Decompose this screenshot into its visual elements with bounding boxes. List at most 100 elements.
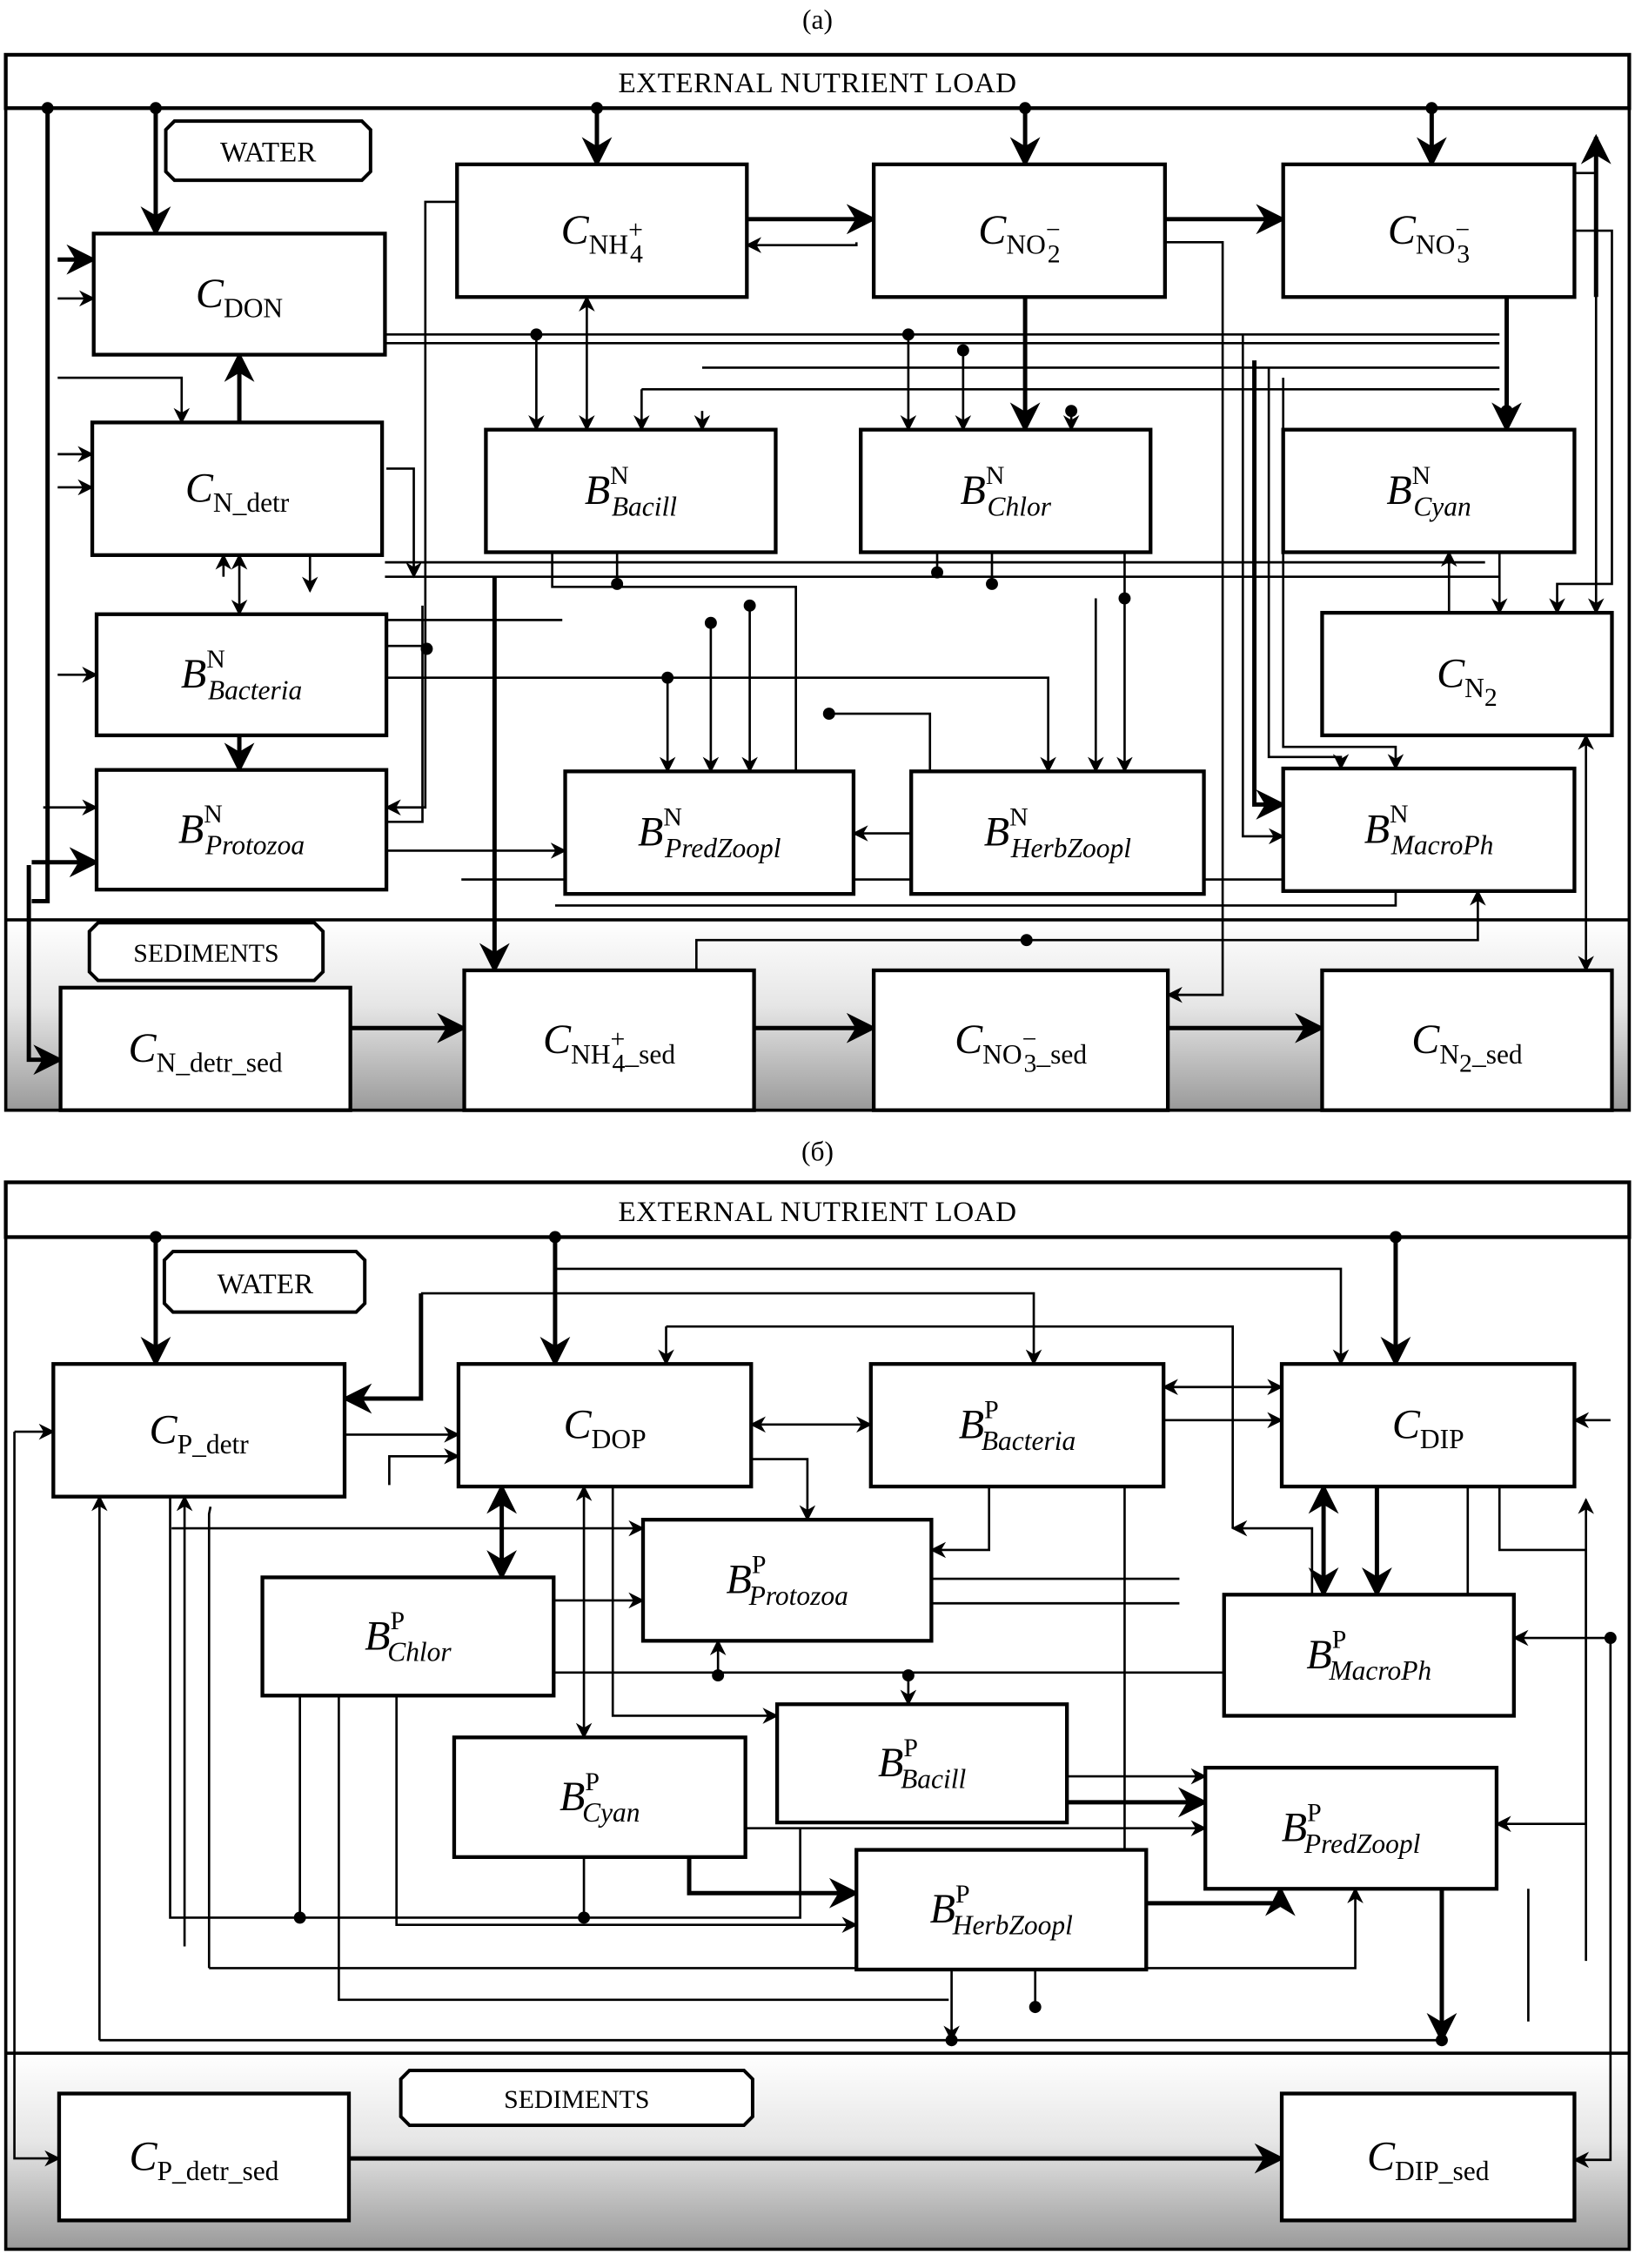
compartment-box xyxy=(455,162,749,299)
compartment-box xyxy=(1320,968,1614,1112)
junction-dot xyxy=(548,1231,561,1244)
flow-arrow xyxy=(828,712,932,772)
compartment-box xyxy=(871,968,1170,1112)
flow-arrow xyxy=(386,605,424,823)
ion-charge: − xyxy=(1046,215,1061,244)
compartment-box xyxy=(640,1518,934,1643)
compartment-box xyxy=(484,427,778,554)
variable-symbol: C xyxy=(1392,1402,1421,1448)
variable-superscript: P xyxy=(955,1880,970,1909)
variable-symbol: C xyxy=(1388,207,1417,253)
compartment-label: CNH+4_sed xyxy=(543,1017,675,1078)
variable-symbol: B xyxy=(585,467,610,513)
panel-a: (a) EXTERNAL NUTRIENT LOAD WATER SEDIMEN… xyxy=(3,4,1632,1112)
variable-superscript: P xyxy=(585,1768,600,1796)
compartment-c-p-detr: CP_detr xyxy=(51,1362,347,1499)
ion-charge: + xyxy=(628,215,643,244)
external-load-label: EXTERNAL NUTRIENT LOAD xyxy=(618,1196,1016,1228)
variable-symbol: B xyxy=(1306,1632,1331,1678)
variable-subscript: NH xyxy=(571,1039,610,1070)
compartment-c-p-detr-sed: CP_detr_sed xyxy=(57,2091,352,2223)
junction-dot xyxy=(986,578,998,590)
variable-superscript: N xyxy=(206,645,225,674)
junction-dot xyxy=(530,328,543,341)
flow-arrow xyxy=(1572,1636,1612,2169)
water-zone-tag xyxy=(162,1250,367,1314)
junction-dot xyxy=(956,344,969,357)
compartment-label: CDOP xyxy=(564,1402,647,1455)
variable-subscript: MacroPh xyxy=(1328,1655,1431,1686)
variable-subscript: N_detr_sed xyxy=(157,1048,283,1078)
compartment-box xyxy=(909,769,1206,896)
junction-dot xyxy=(591,102,603,115)
variable-superscript: N xyxy=(1009,802,1029,831)
variable-symbol: B xyxy=(560,1774,585,1820)
junction-dot xyxy=(661,671,674,684)
junction-dot xyxy=(1065,405,1078,418)
flow-arrow xyxy=(1282,378,1404,770)
compartment-box xyxy=(1281,427,1577,554)
junction-dot xyxy=(901,1669,915,1682)
compartment-label: CNH+4 xyxy=(561,207,643,269)
compartment-label: CN2_sed xyxy=(1411,1017,1523,1078)
variable-subscript: Bacteria xyxy=(982,1426,1075,1456)
compartment-box xyxy=(774,1702,1069,1825)
variable-subscript: Protozoa xyxy=(204,830,305,861)
variable-subscript: NH xyxy=(589,230,628,260)
compartment-label: CDIP_sed xyxy=(1367,2133,1490,2186)
flow-arrow xyxy=(420,1292,1042,1366)
flow-arrow xyxy=(687,1856,860,1909)
junction-dot xyxy=(1020,934,1033,947)
variable-subscript: Cyan xyxy=(582,1797,640,1828)
compartment-c-n-detr: CN_detr xyxy=(90,420,385,557)
compartment-box xyxy=(1203,1765,1499,1891)
junction-dot xyxy=(149,1231,162,1244)
subscript-index: 3 xyxy=(1457,240,1470,269)
ion-charge: + xyxy=(611,1025,626,1054)
variable-symbol: C xyxy=(1437,650,1465,696)
variable-subscript: N_detr xyxy=(213,487,290,518)
variable-subscript: DOP xyxy=(592,1424,647,1454)
subscript-index: 4 xyxy=(612,1050,625,1078)
variable-superscript: P xyxy=(903,1734,918,1762)
compartment-c-n2: CN2 xyxy=(1320,610,1614,738)
junction-dot xyxy=(901,328,915,341)
compartment-label: CNO−3_sed xyxy=(955,1017,1087,1078)
variable-subscript: Chlor xyxy=(988,491,1052,521)
flow-arrow xyxy=(209,1887,1364,1969)
panel-caption: (б) xyxy=(801,1137,834,1167)
variable-symbol: B xyxy=(1386,467,1411,513)
variable-superscript: N xyxy=(610,461,629,490)
water-zone-tag xyxy=(164,119,372,183)
variable-symbol: C xyxy=(150,1406,178,1453)
variable-symbol: C xyxy=(543,1017,572,1063)
junction-dot xyxy=(1029,2001,1042,2014)
flow-arrow xyxy=(395,1695,859,1933)
flow-arrow xyxy=(611,1486,779,1724)
compartment-box xyxy=(1279,2091,1577,2223)
compartment-box xyxy=(871,162,1167,299)
panel-b: (б) EXTERNAL NUTRIENT LOAD WATER SEDIMEN… xyxy=(3,1137,1632,2251)
compartment-box xyxy=(57,2091,352,2223)
flow-arrow xyxy=(745,237,858,253)
variable-subscript: Bacill xyxy=(901,1763,966,1794)
variable-symbol: C xyxy=(196,271,224,317)
junction-dot xyxy=(712,1669,725,1682)
compartment-box xyxy=(854,1848,1149,1972)
junction-dot xyxy=(822,708,835,721)
variable-symbol: C xyxy=(1367,2133,1396,2179)
subscript-tail: _sed xyxy=(1035,1039,1087,1070)
